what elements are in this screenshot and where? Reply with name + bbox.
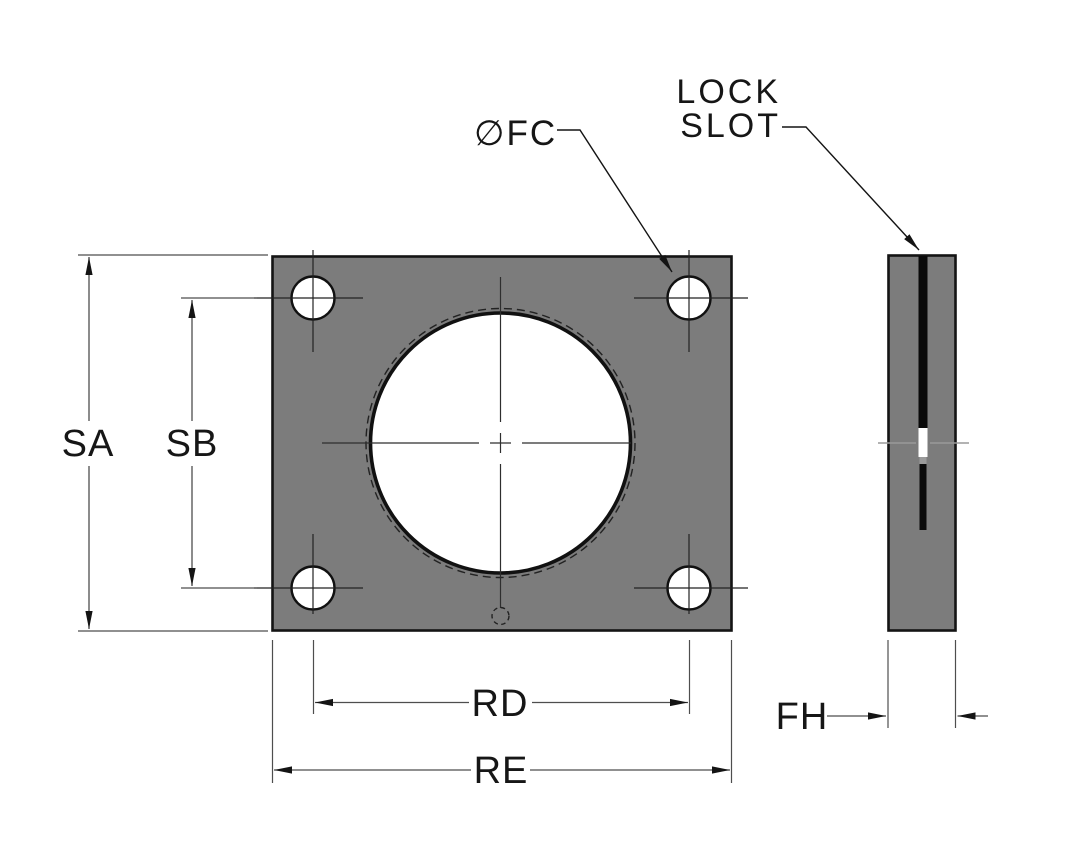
fh-label: FH xyxy=(776,696,829,738)
bore-centerlines xyxy=(322,277,631,608)
dimension-sa: SA xyxy=(62,254,268,632)
dimension-re: RE xyxy=(271,640,733,792)
bolt-hole-crosshairs xyxy=(254,250,748,614)
callout-fc: ∅FC xyxy=(474,114,673,273)
lock-pin-hidden-hole xyxy=(491,606,510,626)
dimension-rd: RD xyxy=(312,640,691,725)
side-view xyxy=(878,254,969,632)
lock-slot-nub xyxy=(919,457,927,464)
lock-slot-label-line1: LOCK xyxy=(676,73,781,111)
front-view xyxy=(254,250,748,632)
dimension-sb: SB xyxy=(166,297,257,589)
fc-label: ∅FC xyxy=(474,114,557,153)
lock-slot-upper xyxy=(918,256,928,428)
rd-label: RD xyxy=(472,683,529,725)
dimension-fh: FH xyxy=(776,640,988,738)
callout-lock-slot: LOCK SLOT xyxy=(676,73,920,251)
lock-slot-label-line2: SLOT xyxy=(680,107,781,145)
re-label: RE xyxy=(474,750,529,792)
sb-label: SB xyxy=(166,423,219,465)
sa-label: SA xyxy=(62,423,115,465)
lock-slot-window xyxy=(918,428,928,457)
lock-slot-lower xyxy=(919,464,927,530)
